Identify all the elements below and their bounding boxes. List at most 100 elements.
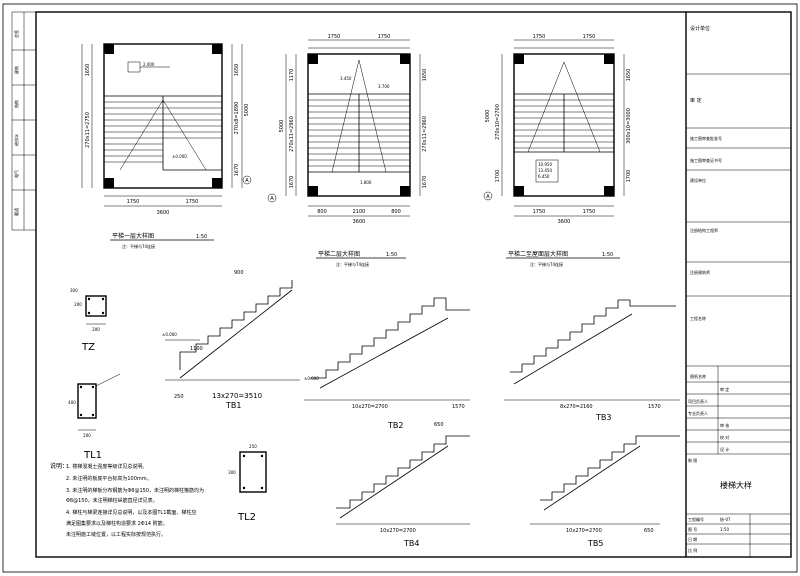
plan-1-title: 平梯一层大样图 [112, 232, 154, 240]
tb5-dim-1: 650 [644, 528, 654, 534]
plan-1-dim-r2: 5000 [244, 104, 250, 117]
plan-2-scale: 1:50 [386, 252, 397, 258]
tz-label: TZ [81, 342, 95, 353]
notes-line-5: 满足图集要求以及梯柱构造要求 2Φ14 附筋。 [66, 520, 168, 527]
plan-2-note: 注：平梯与T4连接 [336, 261, 369, 267]
left-strip-1: 建筑 [13, 66, 19, 74]
plan-3-dim-r2: 1700 [626, 170, 632, 183]
tb-drawing-name: 楼梯大样 [720, 480, 752, 490]
notes-line-1: 2. 未注明的板底平台标高为100mm。 [66, 475, 152, 482]
section-tb5: 10x270=2700 650 TB5 [530, 435, 680, 548]
plan-3-dim-l0: 270x10=2700 [495, 104, 501, 140]
tb3-label: TB3 [595, 413, 611, 422]
notes-line-3: Φ8@150，未注明梯柱纵筋直径详见表。 [66, 497, 158, 504]
plan-2-dim-r0: 1650 [422, 69, 428, 82]
tb1-dim-4: ±0.000 [162, 332, 177, 337]
tb1-label: TB1 [225, 401, 241, 410]
tl2-dim-0: 250 [249, 444, 257, 449]
plan-2-level-c: 1.800 [360, 180, 372, 185]
section-tb2: 10x270=2700 1570 ±0.000 TB2 [304, 297, 470, 430]
plan-3-dim-l2: 1700 [495, 170, 501, 183]
section-tl2: 250 300 TL2 [228, 444, 267, 523]
plan-2-dim-b1: 2100 [353, 209, 366, 215]
plan-3-dim-b2: 3600 [558, 219, 571, 225]
plan-1-treads [104, 101, 222, 163]
tb-field-7: 工程名称 [690, 315, 706, 321]
plan-3-level-a: 10.950 [538, 162, 552, 167]
tl1-dim-1: 400 [68, 400, 76, 405]
notes-line-4: 4. 梯柱与梯梁连接详见总说明，以及本图TL1截面、梯柱应 [66, 509, 196, 516]
tb2-dim-0: 10x270=2700 [352, 404, 388, 410]
plan-3-title: 平梯二至屋面层大样图 [508, 250, 568, 258]
tb-field-8: 图纸名称 [690, 373, 706, 379]
tb-sig-0: 审 定 [720, 386, 729, 392]
notes-head: 说明： [50, 462, 68, 470]
plan-2: 3.450 3.700 1.800 1750 1750 800 2100 800… [267, 34, 428, 267]
plan-2-dim-t1: 1750 [378, 34, 391, 40]
plan-2-dim-l3: 1670 [289, 176, 295, 189]
tl1-label: TL1 [83, 450, 102, 461]
plan-3-level-c: 6.450 [538, 174, 550, 179]
plan-1-dim-l0: 1650 [85, 64, 91, 77]
tb2-label: TB2 [387, 421, 403, 430]
tb-field-2: 施工图审查批准号 [690, 135, 722, 141]
general-notes: 说明： 1. 楼梯混凝土强度等级详见总说明。 2. 未注明的板底平台标高为100… [50, 462, 204, 538]
tb1-dim-3: 1100 [190, 346, 203, 352]
tb-footer-2: 日 期 [688, 536, 697, 542]
plan-1-dim-b2: 3600 [157, 210, 170, 216]
tb-sig-2: 专业负责人 [688, 410, 708, 416]
plan-2-dim-r2: 1670 [422, 176, 428, 189]
tb-sig-6: 制 图 [688, 457, 697, 463]
title-block: 设计单位 审 定 施工图审查批准号 施工图审查证书号 建设单位 注册结构工程师 … [685, 12, 791, 557]
plan-3-dim-b0: 1750 [533, 209, 546, 215]
plan-1-dim-b1: 1750 [186, 199, 199, 205]
plan-2-axis: A [270, 196, 274, 202]
plan-1-level-b: ±0.000 [172, 154, 187, 159]
plan-3-dim-r1: 300x10=3000 [626, 108, 632, 144]
tb4-dim-0: 10x270=2700 [380, 528, 416, 534]
sheet-inner-border [35, 11, 792, 558]
plan-3-axis: A [486, 194, 490, 200]
tb-footer-0: 工程编号 [688, 516, 704, 522]
tb-footer-v1: 1:50 [720, 527, 729, 532]
plan-3-dim-r0: 1650 [626, 69, 632, 82]
section-tl1: 200 400 TL1 [68, 373, 121, 461]
plan-1-scale: 1:50 [196, 234, 207, 240]
notes-line-6: 未注明施工缝位置，以工程实际按规范执行。 [66, 531, 166, 538]
left-strip-4: 电气 [13, 170, 19, 178]
plan-1-dim-l1: 270x11=2750 [85, 112, 91, 148]
tb4-label: TB4 [403, 539, 419, 548]
plan-2-dim-b0: 800 [317, 209, 327, 215]
sheet-outer-border [2, 3, 798, 573]
tb-field-0: 设计单位 [690, 25, 710, 32]
plan-2-dim-r1: 270x11=2960 [422, 116, 428, 152]
section-tz: 200 200 300 TZ [70, 288, 107, 353]
plan-3-dim-l1: 5000 [485, 110, 491, 123]
tb4-dim-1: 650 [434, 422, 444, 428]
plan-1-dim-b0: 1750 [127, 199, 140, 205]
tb-footer-1: 图 号 [688, 526, 697, 532]
tz-dim-2: 300 [70, 288, 78, 293]
notes-line-0: 1. 楼梯混凝土强度等级详见总说明。 [66, 463, 147, 470]
plan-3-note: 注：平梯与T4连接 [530, 261, 563, 267]
tb1-dim-1: 13x270=3510 [212, 392, 262, 400]
tb-field-6: 注册建筑师 [690, 269, 710, 275]
tb-field-4: 建设单位 [690, 177, 706, 183]
plan-1-axis: A [245, 178, 249, 184]
plan-2-dim-t0: 1750 [328, 34, 341, 40]
plan-1-dim-r0: 1650 [234, 64, 240, 77]
tb3-dim-0: 8x270=2160 [560, 404, 593, 410]
tz-dim-0: 200 [92, 327, 100, 332]
tl2-label: TL2 [237, 512, 256, 523]
left-strip: 会签 建筑 结构 给排水 电气 暖通 [11, 11, 36, 231]
plan-2-title: 平梯二层大样图 [318, 250, 360, 258]
tb-field-3: 施工图审查证书号 [690, 157, 722, 163]
plan-3-dim-t1: 1750 [583, 34, 596, 40]
plan-3-dim-t0: 1750 [533, 34, 546, 40]
tb5-dim-0: 10x270=2700 [566, 528, 602, 534]
plan-1-dim-r3: 1670 [234, 164, 240, 177]
plan-2-dim-b3: 3600 [353, 219, 366, 225]
section-tb4: 10x270=2700 650 TB4 [336, 422, 470, 548]
plan-2-dim-l1: 270x11=2960 [289, 116, 295, 152]
plan-1-level-a: 2.000 [143, 62, 155, 67]
